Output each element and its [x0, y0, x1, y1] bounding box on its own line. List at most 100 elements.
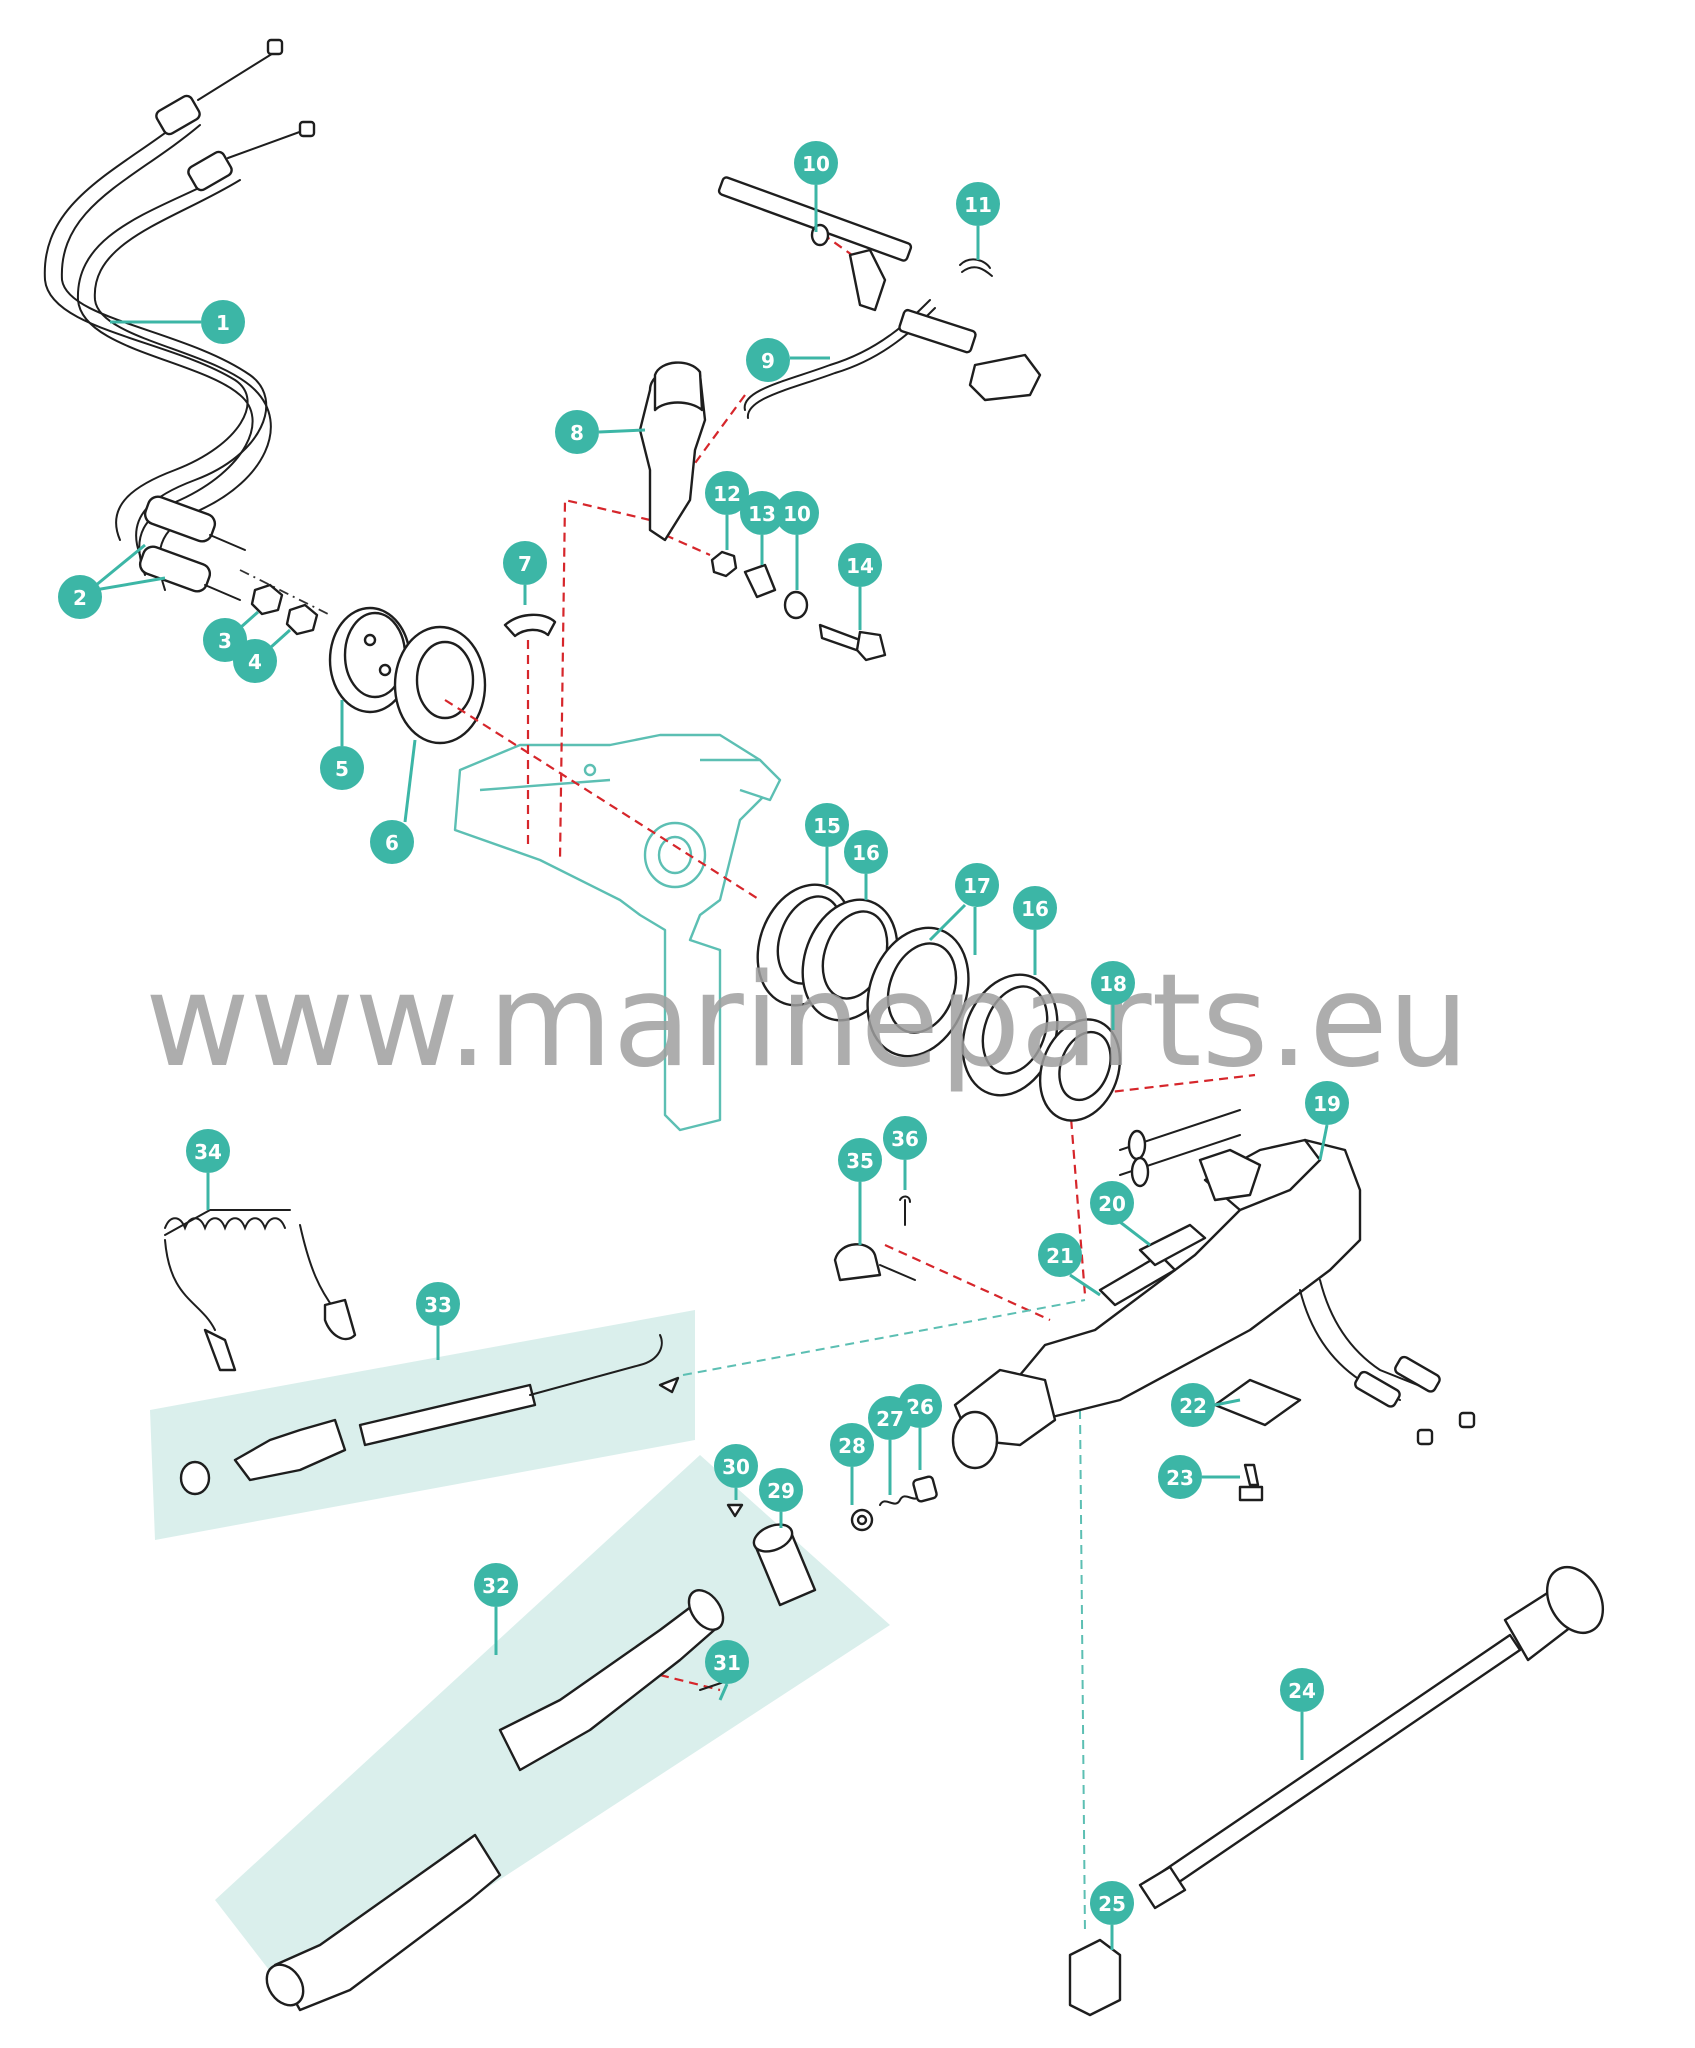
callout-c10a: 10: [794, 141, 838, 232]
safety-lanyard: [164, 1209, 357, 1372]
callout-number: 16: [1021, 897, 1049, 921]
callout-c16b: 16: [1013, 886, 1057, 975]
callout-badge: [1038, 1233, 1082, 1277]
callout-c17: 17: [928, 863, 999, 955]
callout-badge: [805, 803, 849, 847]
callout-c21: 21: [1038, 1233, 1101, 1297]
callout-number: 12: [713, 482, 741, 506]
callout-c7: 7: [503, 541, 547, 605]
callout-number: 36: [891, 1127, 919, 1151]
callout-c35: 35: [838, 1138, 882, 1245]
callout-number: 14: [846, 554, 874, 578]
callout-c32: 32: [474, 1563, 518, 1655]
callout-number: 25: [1098, 1892, 1126, 1916]
callout-number: 7: [518, 552, 532, 576]
callout-badge: [746, 338, 790, 382]
plate-and-screw: [1213, 1378, 1302, 1502]
shift-lever: [638, 361, 707, 542]
callout-c13: 13: [740, 491, 784, 565]
callout-c2: 2: [58, 543, 166, 619]
callout-badge: [759, 1468, 803, 1512]
callout-c24: 24: [1280, 1668, 1324, 1760]
throttle-grip: [265, 1589, 725, 2012]
callout-number: 15: [813, 814, 841, 838]
callout-c31: 31: [705, 1640, 749, 1701]
clip: [503, 613, 557, 638]
callout-layer: 1234567891010111213141516161718192021222…: [58, 141, 1349, 1950]
callout-c5: 5: [320, 700, 364, 790]
callout-c22: 22: [1171, 1383, 1241, 1427]
callout-c34: 34: [186, 1129, 230, 1210]
callout-badge: [503, 541, 547, 585]
callout-number: 13: [748, 502, 776, 526]
callout-c36: 36: [883, 1116, 927, 1190]
callout-c8: 8: [555, 410, 646, 454]
callout-number: 24: [1288, 1679, 1316, 1703]
callout-c16a: 16: [844, 830, 888, 900]
callout-number: 33: [424, 1293, 452, 1317]
callout-c27: 27: [868, 1396, 912, 1495]
callout-leader-line: [1069, 1273, 1101, 1297]
callout-badge: [1090, 1881, 1134, 1925]
callout-c9: 9: [746, 338, 830, 382]
callout-c20: 20: [1090, 1181, 1151, 1247]
callout-c18: 18: [1091, 961, 1135, 1030]
callout-leader-line: [403, 739, 417, 823]
callout-c29: 29: [759, 1468, 803, 1528]
callout-number: 6: [385, 831, 399, 855]
callout-leader-line: [1214, 1398, 1241, 1407]
callout-c1: 1: [110, 300, 245, 344]
callout-number: 32: [482, 1574, 510, 1598]
callout-badge: [1280, 1668, 1324, 1712]
callout-number: 11: [964, 193, 992, 217]
callout-badge: [1158, 1455, 1202, 1499]
callout-badge: [1090, 1181, 1134, 1225]
callout-badge: [201, 300, 245, 344]
cable-nuts: [250, 583, 319, 636]
callout-c25: 25: [1090, 1881, 1134, 1950]
callout-number: 35: [846, 1149, 874, 1173]
callout-c4: 4: [233, 628, 292, 683]
callout-badge: [705, 1640, 749, 1684]
callout-badge: [956, 182, 1000, 226]
callout-badge: [868, 1396, 912, 1440]
callout-c15: 15: [805, 803, 849, 885]
callout-leader-line: [928, 903, 967, 942]
callout-c10b: 10: [775, 491, 819, 590]
callout-badge: [233, 639, 277, 683]
callout-number: 9: [761, 349, 775, 373]
callout-badge: [955, 863, 999, 907]
callout-number: 8: [570, 421, 584, 445]
callout-number: 16: [852, 841, 880, 865]
callout-number: 4: [248, 650, 262, 674]
callout-c14: 14: [838, 543, 882, 630]
callout-number: 21: [1046, 1244, 1074, 1268]
callout-c6: 6: [370, 739, 417, 864]
watermark-text: www.marineparts.eu: [145, 947, 1469, 1096]
callout-badge: [883, 1116, 927, 1160]
callout-badge: [830, 1423, 874, 1467]
upper-casing: [453, 733, 782, 1132]
callout-number: 3: [218, 629, 232, 653]
callout-leader-line: [94, 576, 166, 592]
callout-badge: [705, 471, 749, 515]
callout-badge: [186, 1129, 230, 1173]
callout-number: 31: [713, 1651, 741, 1675]
control-cables: [43, 38, 331, 616]
callout-c30: 30: [714, 1444, 758, 1500]
grip-sleeve-parts: [699, 1503, 817, 1691]
callout-number: 20: [1098, 1192, 1126, 1216]
callout-number: 10: [802, 152, 830, 176]
friction-parts: [850, 1475, 938, 1532]
callout-c19: 19: [1305, 1081, 1349, 1161]
callout-number: 2: [73, 586, 87, 610]
thrust-washers: [756, 883, 1122, 1122]
callout-badge: [740, 491, 784, 535]
callout-badge: [838, 1138, 882, 1182]
callout-leader-line: [239, 610, 259, 630]
lever-fasteners: [710, 550, 887, 662]
callout-badge: [58, 575, 102, 619]
tiller-housing: [951, 1109, 1476, 1470]
